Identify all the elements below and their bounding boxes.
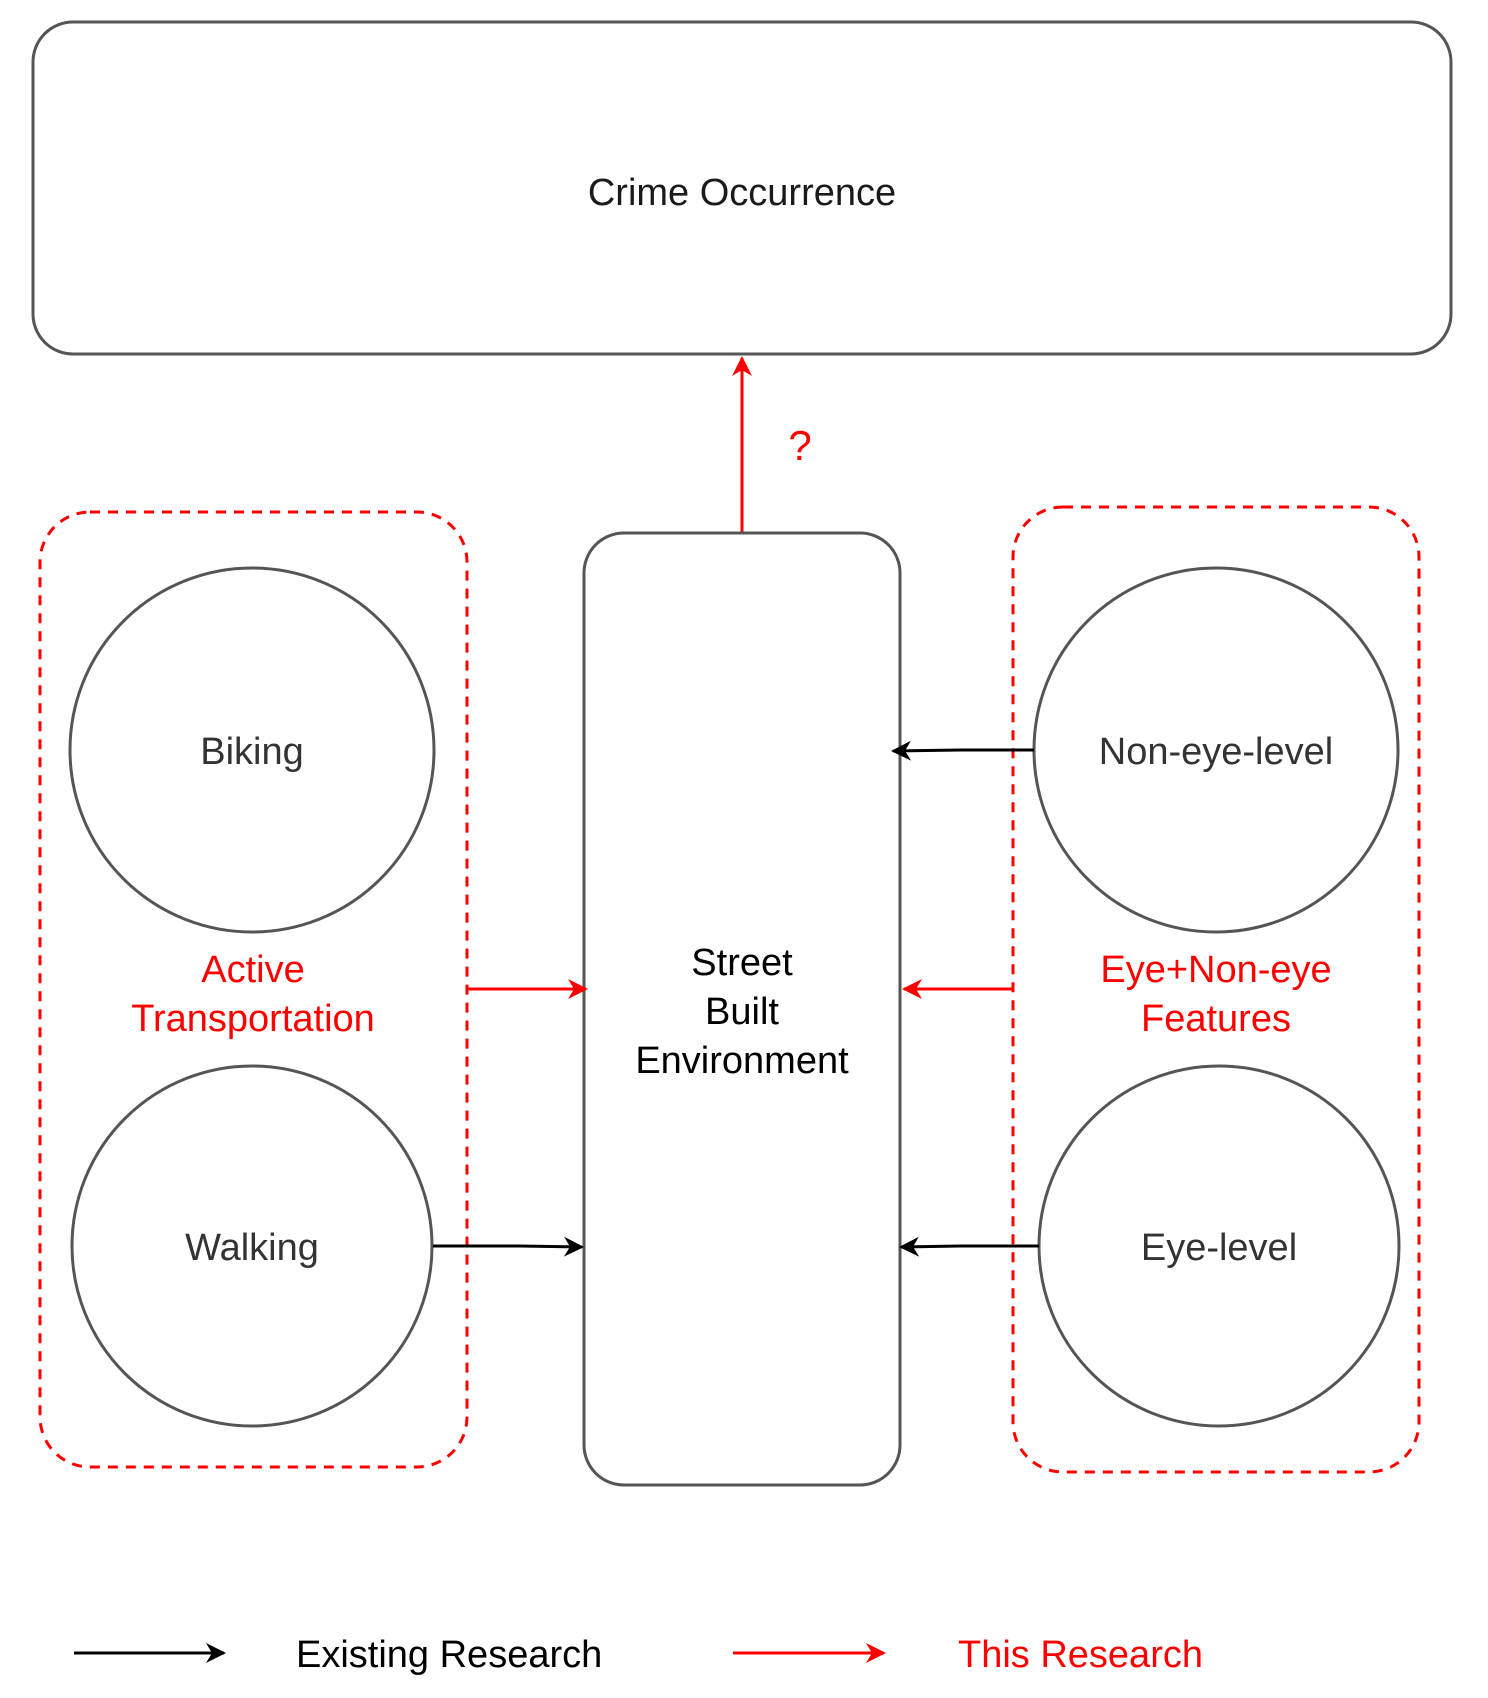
transportation-label: Transportation [131,998,375,1040]
built-label: Built [705,991,779,1033]
street-label: Street [691,942,793,984]
walking-label: Walking [185,1227,319,1269]
non-eye-level-to-built-env-arrow [891,740,1034,761]
active-label: Active [201,949,304,991]
walking-to-built-env-arrow [433,1236,584,1257]
features-label: Features [1141,998,1291,1040]
eye-non-eye-label: Eye+Non-eye [1100,949,1331,991]
crime-occurrence-label: Crime Occurrence [588,172,896,214]
street-built-environment-node: Street Built Environment [582,531,902,1487]
biking-node: Biking [68,566,436,934]
legend: Existing Research This Research [74,1634,1203,1676]
eye-level-label: Eye-level [1141,1227,1297,1269]
crime-occurrence-node: Crime Occurrence [31,20,1453,356]
legend-existing-label: Existing Research [296,1634,602,1676]
non-eye-level-node: Non-eye-level [1032,566,1400,934]
eye-level-to-built-env-arrow [899,1236,1039,1257]
question-mark-label: ? [788,422,811,469]
eye-level-node: Eye-level [1037,1064,1401,1428]
walking-node: Walking [70,1064,434,1428]
biking-label: Biking [200,731,304,773]
legend-this-label: This Research [958,1634,1203,1676]
non-eye-level-label: Non-eye-level [1099,731,1333,773]
environment-label: Environment [635,1040,849,1082]
